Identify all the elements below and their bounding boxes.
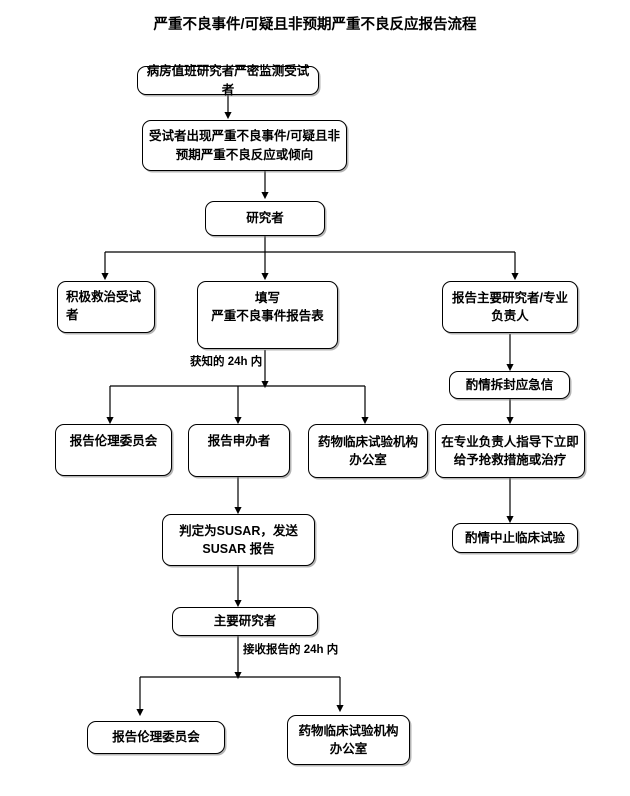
node-sae-occurs[interactable]: 受试者出现严重不良事件/可疑且非预期严重不良反应或倾向 [142,120,347,171]
node-report-office-1[interactable]: 药物临床试验机构办公室 [308,424,428,478]
node-susar[interactable]: 判定为SUSAR，发送SUSAR 报告 [162,514,315,566]
node-investigator[interactable]: 研究者 [205,201,325,236]
node-rescue[interactable]: 在专业负责人指导下立即给予抢救措施或治疗 [435,424,585,478]
node-report-pi[interactable]: 报告主要研究者/专业负责人 [442,281,578,333]
node-report-ec-2[interactable]: 报告伦理委员会 [87,721,225,754]
node-ward-monitor[interactable]: 病房值班研究者严密监测受试者 [137,64,319,97]
node-fill-form[interactable]: 填写 严重不良事件报告表 [197,281,338,349]
node-report-sponsor[interactable]: 报告申办者 [188,424,290,477]
node-treat-subject[interactable]: 积极救治受试者 [57,281,155,333]
node-unblind[interactable]: 酌情拆封应急信 [449,371,570,399]
node-report-ec-1[interactable]: 报告伦理委员会 [55,424,172,476]
node-principal-investigator[interactable]: 主要研究者 [172,607,318,636]
edge-label-within-24h-receipt: 接收报告的 24h 内 [243,644,339,656]
node-suspend-trial[interactable]: 酌情中止临床试验 [452,523,578,553]
node-report-office-2[interactable]: 药物临床试验机构办公室 [287,715,410,765]
page-title: 严重不良事件/可疑且非预期严重不良反应报告流程 [153,17,477,33]
edge-label-within-24h-known: 获知的 24h 内 [190,356,263,368]
